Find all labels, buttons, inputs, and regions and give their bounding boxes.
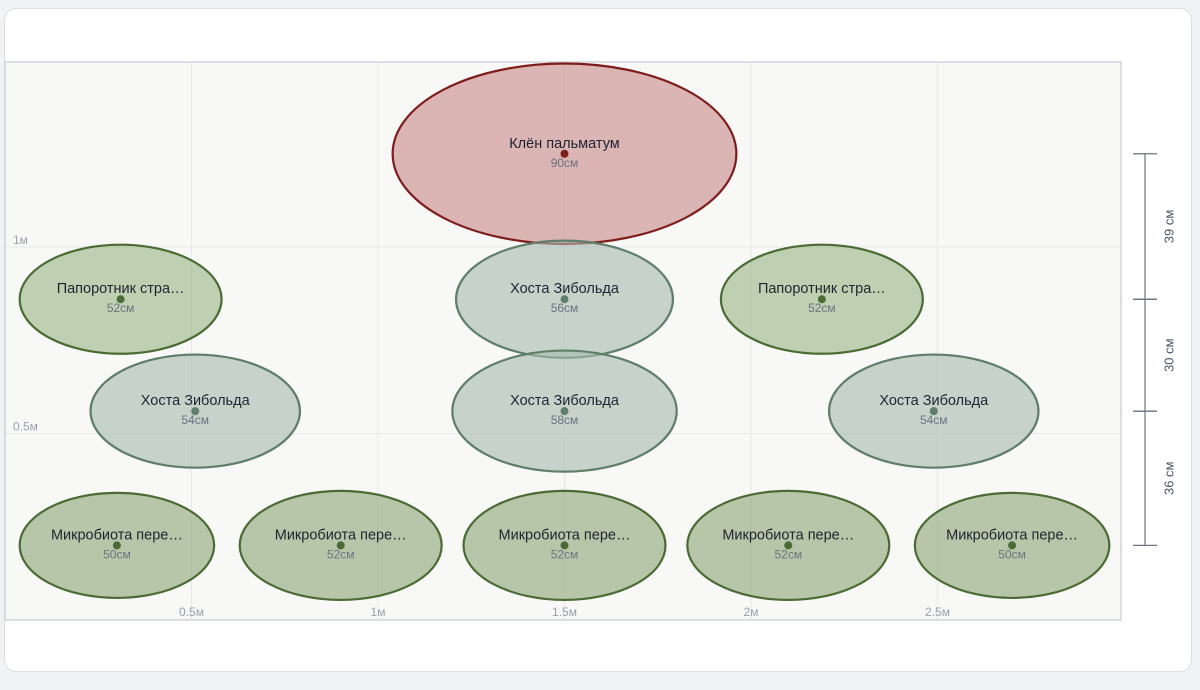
plant-center-dot xyxy=(191,407,200,416)
plant-size-label: 90см xyxy=(551,156,579,170)
x-axis-label: 1м xyxy=(371,605,386,619)
plant-center-dot xyxy=(1008,541,1017,550)
plant-name-label: Микробиота пере… xyxy=(499,527,631,543)
plant-name-label: Папоротник стра… xyxy=(57,281,185,297)
plant-center-dot xyxy=(929,407,938,416)
plant-center-dot xyxy=(336,541,345,550)
plant-size-label: 52см xyxy=(551,547,579,561)
plant-center-dot xyxy=(560,541,569,550)
dimension-label: 39 см xyxy=(1161,210,1176,244)
plant-center-dot xyxy=(560,407,569,416)
plant-size-label: 52см xyxy=(107,301,135,315)
plant-size-label: 58см xyxy=(551,413,579,427)
plant-size-label: 52см xyxy=(774,547,802,561)
y-axis-label: 0.5м xyxy=(13,420,38,434)
plant-center-dot xyxy=(784,541,793,550)
plant-center-dot xyxy=(560,295,569,304)
plant-name-label: Хоста Зибольда xyxy=(141,393,251,409)
plant-name-label: Микробиота пере… xyxy=(51,527,183,543)
plant-name-label: Папоротник стра… xyxy=(758,281,886,297)
y-axis-label: 1м xyxy=(13,233,28,247)
plant-size-label: 52см xyxy=(327,547,355,561)
plant-center-dot xyxy=(560,149,569,158)
plant-size-label: 52см xyxy=(808,301,836,315)
plant-size-label: 50см xyxy=(998,547,1026,561)
plant-size-label: 50см xyxy=(103,547,131,561)
dimension-label: 30 см xyxy=(1161,338,1176,372)
plant-name-label: Микробиота пере… xyxy=(722,527,854,543)
plant-size-label: 56см xyxy=(551,301,579,315)
plant-name-label: Микробиота пере… xyxy=(275,527,407,543)
plant-name-label: Хоста Зибольда xyxy=(879,393,989,409)
x-axis-label: 2.5м xyxy=(925,605,950,619)
plant-name-label: Хоста Зибольда xyxy=(510,393,620,409)
dimension-label: 36 см xyxy=(1161,461,1176,495)
plant-center-dot xyxy=(116,295,125,304)
plant-center-dot xyxy=(112,541,121,550)
plant-size-label: 54см xyxy=(920,413,948,427)
plant-name-label: Микробиота пере… xyxy=(946,527,1078,543)
x-axis-label: 0.5м xyxy=(179,605,204,619)
x-axis-label: 2м xyxy=(744,605,759,619)
plant-center-dot xyxy=(817,295,826,304)
plant-name-label: Хоста Зибольда xyxy=(510,281,620,297)
x-axis-label: 1.5м xyxy=(552,605,577,619)
plant-name-label: Клён пальматум xyxy=(509,136,620,152)
plant-size-label: 54см xyxy=(181,413,209,427)
